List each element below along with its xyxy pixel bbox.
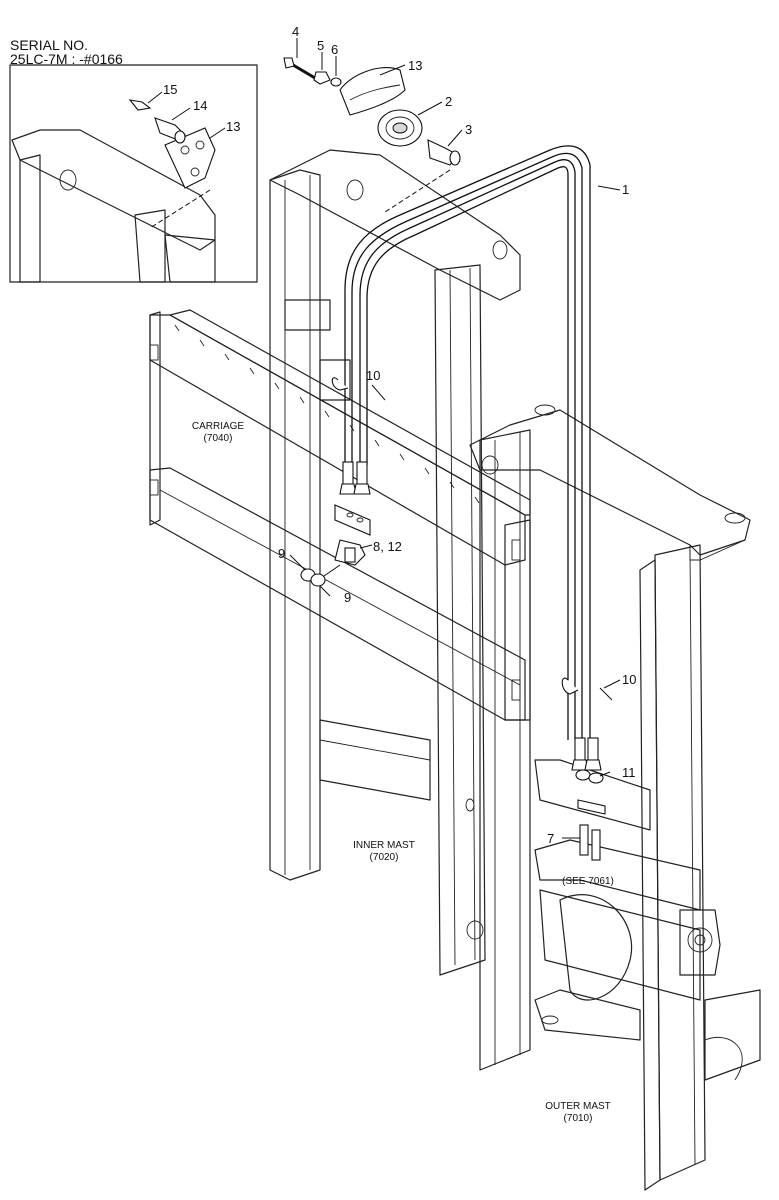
- hose-assembly: [339, 145, 602, 771]
- callout-6: 6: [331, 42, 338, 57]
- callout-10-lower: 10: [622, 672, 636, 687]
- outer-mast-ref: (7010): [564, 1113, 593, 1124]
- callout-11: 11: [622, 765, 636, 780]
- callout-7: 7: [547, 831, 554, 846]
- outer-mast: [465, 404, 761, 1191]
- carriage-label: CARRIAGE: [192, 421, 245, 432]
- callout-10-upper: 10: [366, 368, 380, 383]
- hose-clamp-lower: [561, 677, 613, 701]
- serial-value: 25LC-7M : -#0166: [10, 51, 123, 67]
- serial-label: SERIAL NO.: [10, 37, 88, 53]
- sheave-dashed-line: [384, 169, 451, 213]
- callout-3: 3: [465, 122, 472, 137]
- see-ref-label: (SEE 7061): [562, 876, 614, 887]
- sheave-parts: [283, 57, 461, 166]
- callout-1: 1: [622, 182, 629, 197]
- callout-8-12: 8, 12: [373, 539, 402, 554]
- hose-clamp-upper: [331, 377, 386, 401]
- callout-15: 15: [163, 82, 177, 97]
- callout-14: 14: [193, 98, 207, 113]
- callout-13: 13: [408, 58, 422, 73]
- inner-mast-label: INNER MAST: [353, 840, 415, 851]
- callout-9-lower: 9: [344, 590, 351, 605]
- outer-mast-label: OUTER MAST: [545, 1101, 611, 1112]
- callout-4: 4: [292, 24, 299, 39]
- callout-9-upper: 9: [278, 546, 285, 561]
- leader-lines: [147, 38, 621, 839]
- carriage-fittings: [300, 504, 606, 861]
- inner-mast-ref: (7020): [370, 852, 399, 863]
- inset-box: [9, 64, 258, 283]
- callout-5: 5: [317, 38, 324, 53]
- callout-2: 2: [445, 94, 452, 109]
- carriage: [149, 309, 531, 721]
- carriage-ref: (7040): [204, 433, 233, 444]
- inner-mast: [269, 149, 521, 976]
- callout-13-inset: 13: [226, 119, 240, 134]
